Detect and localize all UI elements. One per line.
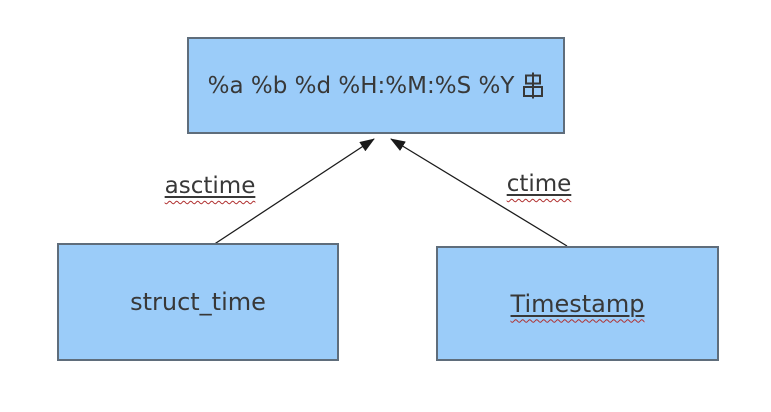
node-timestamp-underline: Timestamp <box>511 290 645 318</box>
node-struct-time[interactable]: struct_time <box>57 243 339 361</box>
edge-label-asctime-underline: asctime <box>165 173 256 199</box>
edge-label-ctime[interactable]: ctime <box>459 171 619 197</box>
cjk-string-character-glyph <box>523 72 544 99</box>
node-struct-time-label: struct_time <box>130 288 266 316</box>
edge-label-ctime-text: ctime <box>506 171 572 197</box>
node-timestamp-label: Timestamp <box>510 289 645 318</box>
node-timestamp[interactable]: Timestamp <box>436 246 719 361</box>
edge-label-asctime-text: asctime <box>164 173 256 199</box>
node-format-string-label: %a %b %d %H:%M:%S %Y <box>208 72 545 99</box>
edge-label-asctime[interactable]: asctime <box>130 173 290 199</box>
format-string-text: %a %b %d %H:%M:%S %Y <box>207 72 515 99</box>
edge-label-ctime-underline: ctime <box>507 171 572 197</box>
node-format-string[interactable]: %a %b %d %H:%M:%S %Y <box>187 37 565 134</box>
